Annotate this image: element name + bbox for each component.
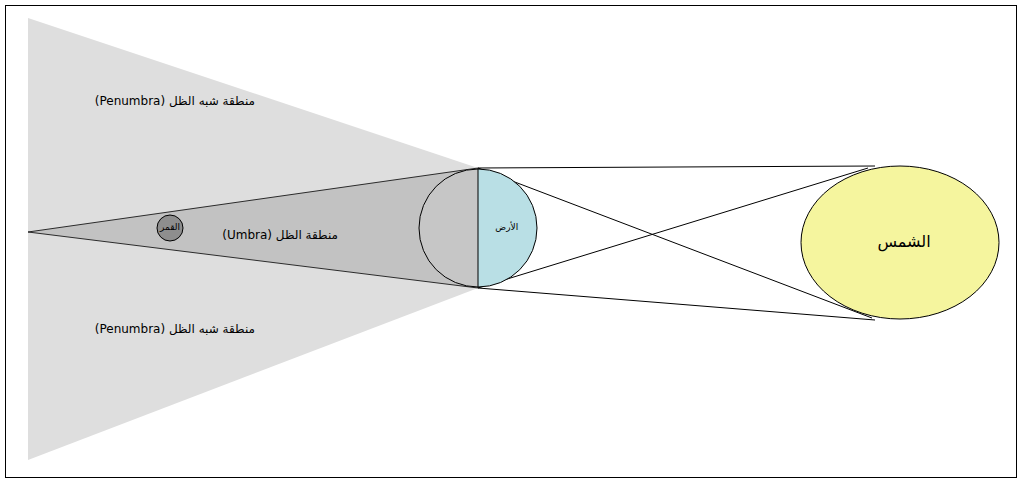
penumbra-region: [28, 18, 478, 460]
moon-shape: [157, 215, 183, 241]
terminator-line: [478, 169, 479, 287]
region-label: منطقة الظل (Umbra): [222, 228, 338, 242]
light-ray: [478, 166, 875, 168]
earth-day-side: [478, 169, 537, 287]
umbra-region: [28, 168, 478, 288]
earth-outline: [418, 168, 538, 288]
sun-body: الشمس: [800, 165, 1000, 320]
sun-shape: [801, 166, 999, 319]
light-ray: [478, 288, 875, 320]
earth-night-side: [419, 169, 478, 287]
earth-outline: [419, 169, 537, 287]
moon-body: القمر: [156, 214, 184, 242]
frame: [6, 6, 1017, 478]
earth-name: الأرض: [495, 223, 518, 233]
region-label: منطقة شبه الظل (Penumbra): [95, 94, 255, 108]
region-label: منطقة شبه الظل (Penumbra): [95, 322, 255, 336]
moon-name: القمر: [160, 223, 180, 233]
sun-name: الشمس: [877, 233, 930, 251]
earth-body: الأرض: [418, 168, 538, 288]
